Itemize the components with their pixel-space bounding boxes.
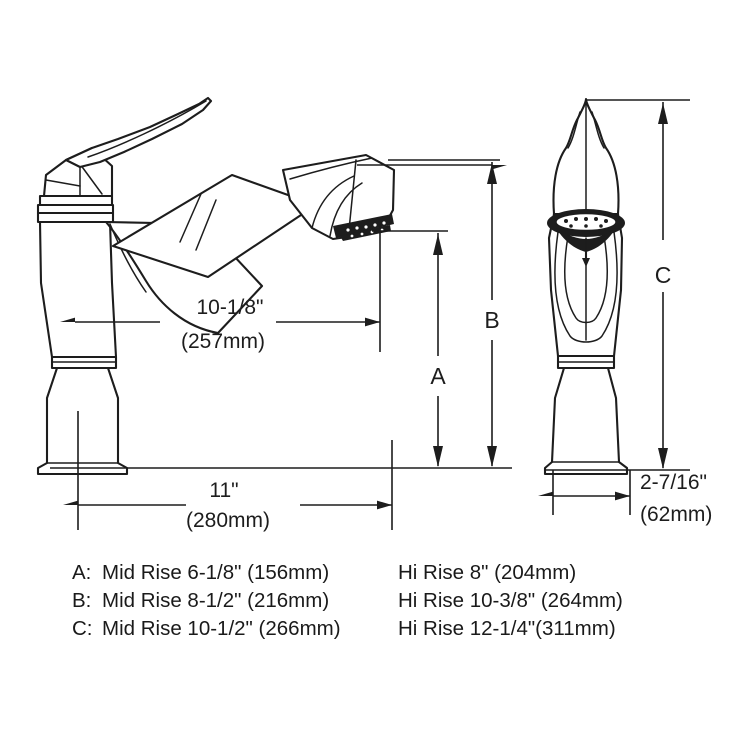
dim-width-inch-label: 2-7/16" (640, 471, 707, 494)
spray-head-curve-facet (311, 175, 355, 229)
front-base-flare (543, 366, 629, 476)
lever-handle (64, 96, 213, 169)
dim-width-mm-label: (62mm) (640, 503, 712, 526)
dimension-a: A (372, 230, 448, 467)
dim-reach-mm-label: (257mm) (181, 330, 265, 353)
arrowhead-b-up (487, 163, 497, 184)
arrowhead-a-down (433, 446, 443, 467)
front-aerator-holes (564, 217, 608, 228)
dimension-c: C (586, 99, 690, 469)
dimension-overall-depth: 11" (280mm) (63, 479, 392, 532)
dimension-spout-reach: 10-1/8" (257mm) (60, 224, 381, 353)
legend-mid-rise-b: Mid Rise 8-1/2" (216mm) (102, 589, 330, 612)
barrel-seam-2 (195, 199, 217, 251)
legend-mid-rise-c: Mid Rise 10-1/2" (266mm) (102, 617, 341, 640)
legend-key-b: B: (72, 589, 92, 612)
column-upper-ring-c (38, 194, 114, 207)
legend-hi-rise-a: Hi Rise 8" (204mm) (398, 561, 577, 584)
legend-hi-rise-b: Hi Rise 10-3/8" (264mm) (398, 589, 623, 612)
base-flare (36, 366, 129, 476)
arrowhead-b-down (487, 446, 497, 467)
arrowhead-c-up (658, 103, 668, 124)
side-view-faucet (36, 96, 396, 476)
handle-hub-facet-4 (45, 179, 81, 187)
lever-handle-crease (87, 100, 207, 158)
legend-key-c: C: (72, 617, 93, 640)
column-body (38, 220, 118, 359)
dim-11-mm-label: (280mm) (186, 509, 270, 532)
rise-options-legend: A: Mid Rise 6-1/8" (156mm) Hi Rise 8" (2… (72, 561, 712, 645)
front-bulb-neck-right (591, 111, 605, 149)
front-view-faucet (543, 97, 629, 476)
legend-hi-rise-c: Hi Rise 12-1/4"(311mm) (398, 617, 616, 640)
legend-row-a: A: Mid Rise 6-1/8" (156mm) Hi Rise 8" (2… (72, 561, 712, 589)
legend-row-b: B: Mid Rise 8-1/2" (216mm) Hi Rise 10-3/… (72, 589, 712, 617)
dim-c-letter: C (655, 262, 672, 288)
aerator-face (333, 214, 394, 238)
front-bulb-neck-left (567, 111, 581, 149)
dimension-b: B (357, 159, 507, 467)
dim-11-inch-label: 11" (209, 479, 238, 502)
handle-hub-facet-3 (79, 163, 103, 195)
spout-lower-arm-crease (109, 223, 147, 293)
spray-head-side-facet (348, 159, 357, 231)
arrowhead-c-down (658, 448, 668, 469)
barrel-seam-1 (179, 193, 202, 243)
dim-a-letter: A (430, 363, 446, 389)
dim-b-letter: B (484, 307, 499, 333)
front-body-oval-outer (554, 231, 618, 343)
legend-row-c: C: Mid Rise 10-1/2" (266mm) Hi Rise 12-1… (72, 617, 712, 645)
spray-head-top-facet (289, 157, 395, 180)
aerator-holes (346, 221, 386, 238)
dimension-base-width: 2-7/16" (62mm) (538, 470, 712, 526)
dim-reach-inch-label: 10-1/8" (197, 296, 264, 319)
column-upper-ring-a (36, 211, 115, 224)
column-upper-ring-b (36, 203, 115, 215)
arrowhead-a-up (433, 234, 443, 255)
spray-head-curve-facet-2 (329, 182, 363, 237)
legend-mid-rise-a: Mid Rise 6-1/8" (156mm) (102, 561, 330, 584)
legend-key-a: A: (72, 561, 92, 584)
